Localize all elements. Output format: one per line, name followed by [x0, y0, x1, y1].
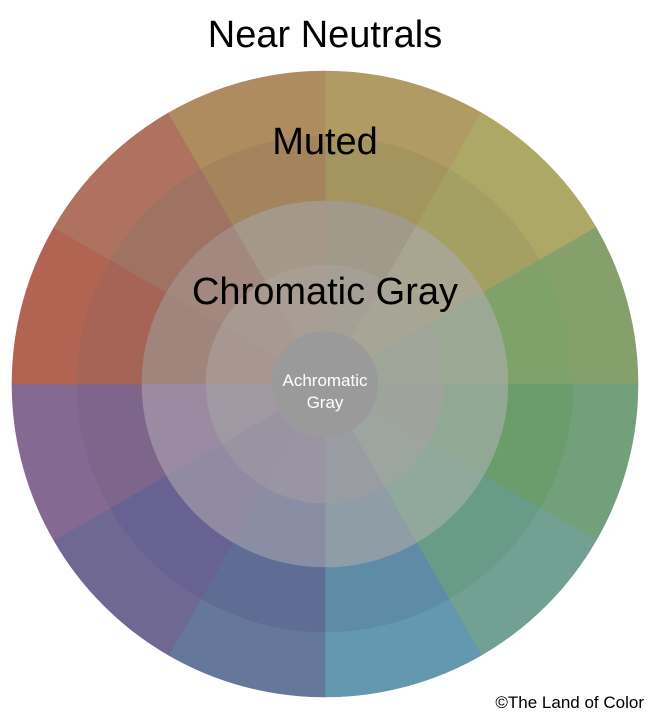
- page-title: Near Neutrals: [207, 14, 443, 56]
- achromatic-gray-center: [272, 331, 378, 437]
- achromatic-label-line2: Gray: [306, 393, 344, 412]
- achromatic-label-line1: Achromatic: [282, 371, 368, 390]
- achromatic-gray-center-label: Achromatic Gray: [255, 370, 395, 414]
- chromatic-gray-ring-label: Chromatic Gray: [191, 271, 459, 313]
- muted-ring-label: Muted: [272, 121, 378, 163]
- copyright-credit: ©The Land of Color: [495, 693, 644, 712]
